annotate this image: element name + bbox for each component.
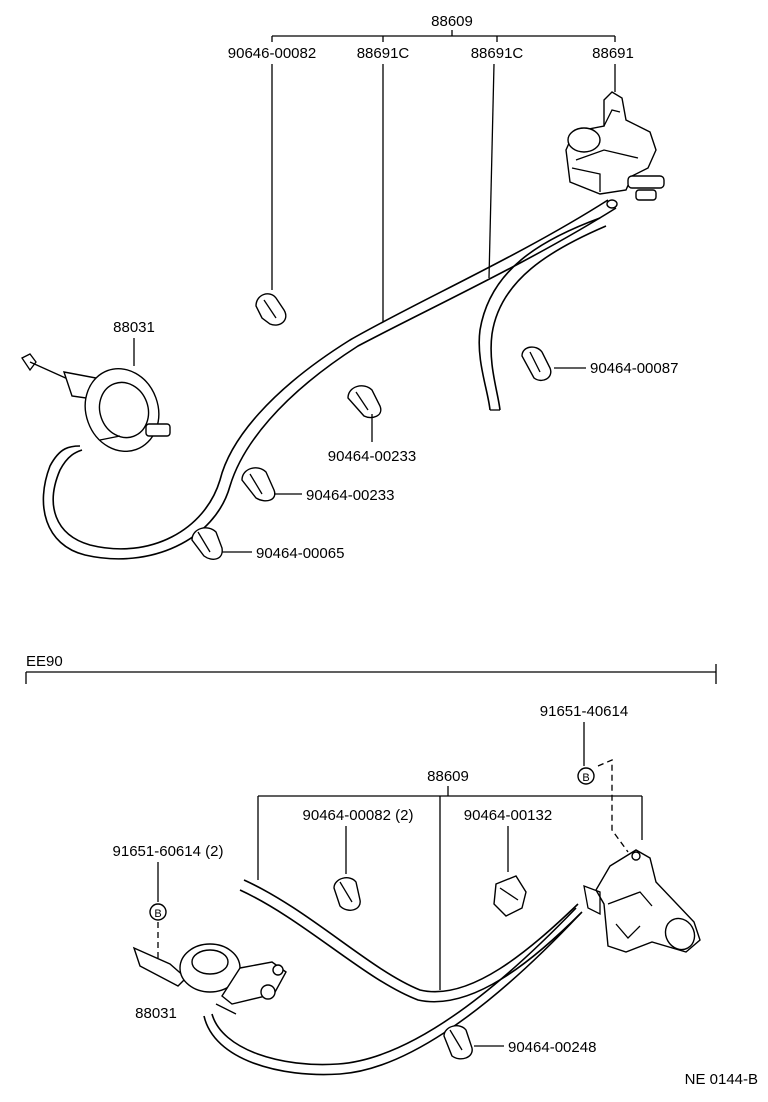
label-hose-a: 88691C (357, 45, 410, 62)
vacuum-hose-lower (203, 879, 583, 1076)
label-bolt-right: 91651-40614 (540, 703, 628, 720)
vacuum-hose-branch (478, 217, 607, 411)
bolt-right-dash (597, 759, 629, 853)
upper-assembly-bracket (271, 30, 616, 42)
label-clamp-b: 90464-00132 (464, 807, 552, 824)
vsv-valve-lower (583, 849, 701, 953)
vacuum-actuator (21, 353, 171, 453)
bolt-marker-left-text: B (154, 908, 161, 920)
variant-label: EE90 (26, 653, 63, 670)
clamp-top (255, 293, 287, 326)
lower-section: EE90 91651-40614 B 88609 90464-00082 (2)… (25, 653, 717, 1076)
label-clamp-bottom-lower: 90464-00248 (508, 1039, 596, 1056)
bolt-marker-right-text: B (582, 772, 589, 784)
label-clamp-mid: 90464-00233 (328, 448, 416, 465)
label-actuator-lower: 88031 (135, 1005, 177, 1022)
diagram-code: NE 0144-B (685, 1071, 758, 1088)
label-clamp-bottom: 90464-00065 (256, 545, 344, 562)
label-clamp-right: 90464-00087 (590, 360, 678, 377)
clamp-lower (241, 467, 276, 502)
clamp-right (521, 346, 552, 382)
leader-hose-b (488, 63, 495, 279)
upper-assembly-label: 88609 (431, 13, 473, 30)
clamp-a (333, 877, 361, 911)
lower-assembly-label: 88609 (427, 768, 469, 785)
bolt-marker-left (149, 903, 167, 921)
vacuum-actuator-lower (132, 943, 287, 1015)
label-vsv: 88691 (592, 45, 634, 62)
vsv-valve (565, 91, 665, 201)
upper-section: 88609 90646-00082 88691C 88691C 88691 (21, 13, 678, 562)
clamp-b (493, 875, 527, 917)
label-clamp-top: 90646-00082 (228, 45, 316, 62)
label-bolt-left: 91651-60614 (2) (113, 843, 224, 860)
label-actuator: 88031 (113, 319, 155, 336)
variant-bracket (25, 664, 717, 684)
clamp-mid (347, 385, 382, 419)
label-hose-b: 88691C (471, 45, 524, 62)
label-clamp-lower: 90464-00233 (306, 487, 394, 504)
vacuum-hose-main (42, 199, 618, 560)
clamp-bottom-lower (443, 1025, 473, 1060)
clamp-bottom (191, 527, 223, 560)
label-clamp-a: 90464-00082 (2) (303, 807, 414, 824)
bolt-marker-right (577, 767, 595, 785)
lower-assembly-bracket (257, 786, 643, 990)
